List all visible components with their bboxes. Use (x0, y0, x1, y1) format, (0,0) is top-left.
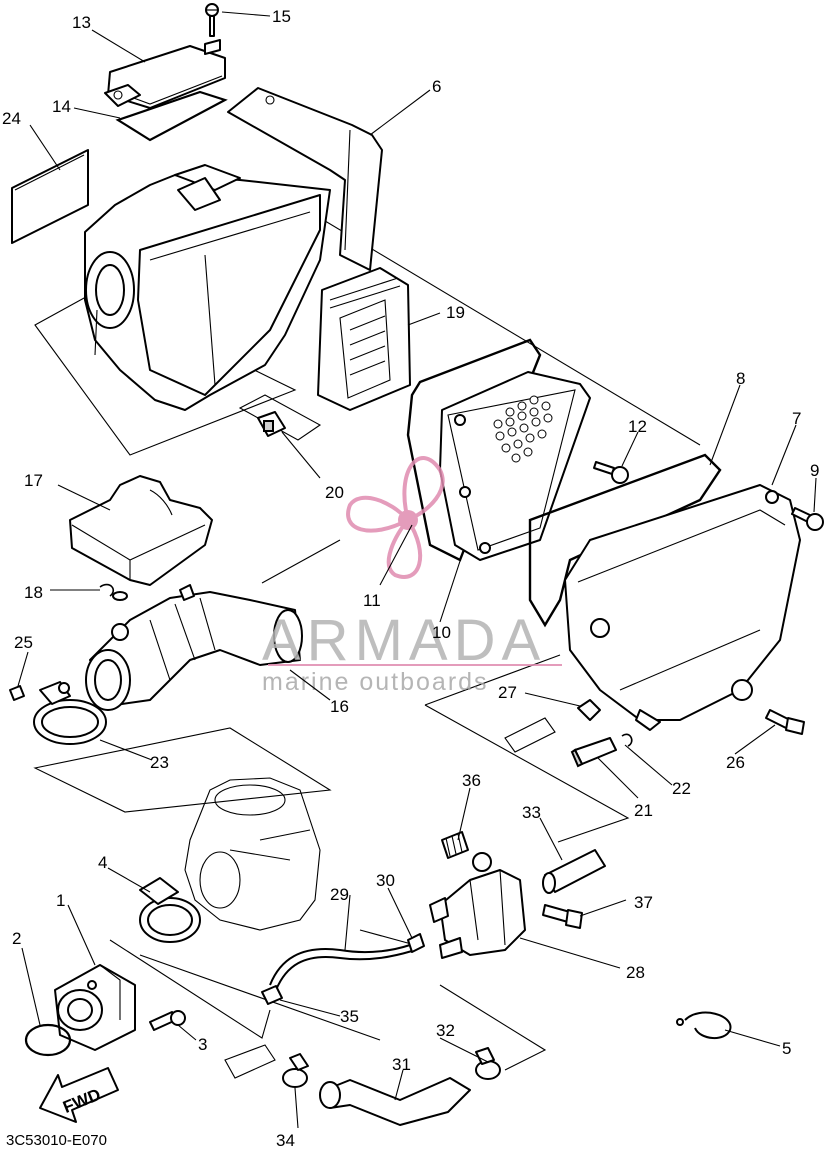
watermark-brand: ARMADA (262, 608, 546, 673)
callout-25: 25 (14, 633, 33, 652)
callout-6: 6 (432, 77, 441, 96)
cap-25 (9, 685, 25, 701)
leader-lines (17, 11, 817, 1129)
pad-24 (11, 149, 89, 244)
clamp-34 (282, 1053, 309, 1088)
clip-5 (676, 1011, 732, 1039)
callout-33: 33 (522, 803, 541, 822)
propeller-logo-icon (346, 456, 445, 579)
callout-3: 3 (198, 1035, 207, 1054)
callout-36: 36 (462, 771, 481, 790)
callout-5: 5 (782, 1039, 791, 1058)
callout-31: 31 (392, 1055, 411, 1074)
clamp-27 (504, 699, 601, 753)
callout-19: 19 (446, 303, 465, 322)
screw-9 (791, 507, 824, 531)
seal-8 (528, 453, 722, 628)
callout-4: 4 (98, 853, 107, 872)
callout-9: 9 (810, 461, 819, 480)
hose-33 (542, 849, 606, 894)
callout-17: 17 (24, 471, 43, 490)
carburetor-outline (184, 777, 321, 931)
callout-2: 2 (12, 929, 21, 948)
cover-13 (104, 45, 226, 109)
armada-watermark: ARMADA marine outboards (262, 456, 562, 696)
callout-27: 27 (498, 683, 517, 702)
plug-21 (570, 737, 617, 768)
callout-37: 37 (634, 893, 653, 912)
callout-30: 30 (376, 871, 395, 890)
callout-21: 21 (634, 801, 653, 820)
callout-28: 28 (626, 963, 645, 982)
fuel-cock-28 (429, 852, 526, 959)
clip-22 (621, 733, 633, 747)
callout-32: 32 (436, 1021, 455, 1040)
bracket-6 (227, 87, 383, 271)
callout-23: 23 (150, 753, 169, 772)
hose-31 (224, 1044, 471, 1126)
bolt-37 (542, 904, 583, 929)
element-plate-10 (439, 371, 591, 561)
intake-joint-1 (54, 964, 136, 1051)
callout-34: 34 (276, 1131, 295, 1149)
air-filter-element-19 (317, 267, 411, 411)
callout-14: 14 (52, 97, 71, 116)
callout-13: 13 (72, 13, 91, 32)
clamp-4 (139, 877, 201, 943)
spring-36 (441, 831, 469, 859)
clamp-35 (261, 985, 283, 1005)
callout-22: 22 (672, 779, 691, 798)
diagram-code: 3C53010-E070 (6, 1132, 107, 1149)
joint-16 (85, 584, 303, 711)
clamp-23 (33, 681, 107, 745)
callout-20: 20 (325, 483, 344, 502)
callout-11: 11 (363, 591, 381, 610)
callout-16: 16 (330, 697, 349, 716)
air-filter-case (84, 164, 331, 411)
hose-29 (269, 944, 413, 991)
callout-numbers: 13 15 14 6 24 19 20 8 7 12 9 17 18 11 10… (2, 7, 819, 1149)
case-cap-7 (564, 484, 801, 731)
forward-arrow: FWD (39, 1067, 119, 1123)
clip-20 (257, 411, 286, 437)
callout-8: 8 (736, 369, 745, 388)
clip-18 (99, 583, 128, 601)
callout-35: 35 (340, 1007, 359, 1026)
callout-1: 1 (56, 891, 65, 910)
screw-15 (204, 3, 221, 55)
callout-7: 7 (792, 409, 801, 428)
damper-17 (69, 475, 213, 586)
clamp-32 (475, 1047, 501, 1080)
callout-24: 24 (2, 109, 21, 128)
clamp-30 (407, 933, 425, 953)
callout-12: 12 (628, 417, 647, 436)
callout-29: 29 (330, 885, 349, 904)
callout-18: 18 (24, 583, 43, 602)
callout-26: 26 (726, 753, 745, 772)
watermark-tagline: marine outboards (262, 668, 489, 696)
gasket-14 (115, 90, 228, 142)
o-ring-2 (24, 1023, 72, 1057)
callout-15: 15 (272, 7, 291, 26)
callout-10: 10 (432, 623, 451, 642)
bolt-26 (765, 709, 805, 735)
screw-12 (593, 461, 629, 484)
